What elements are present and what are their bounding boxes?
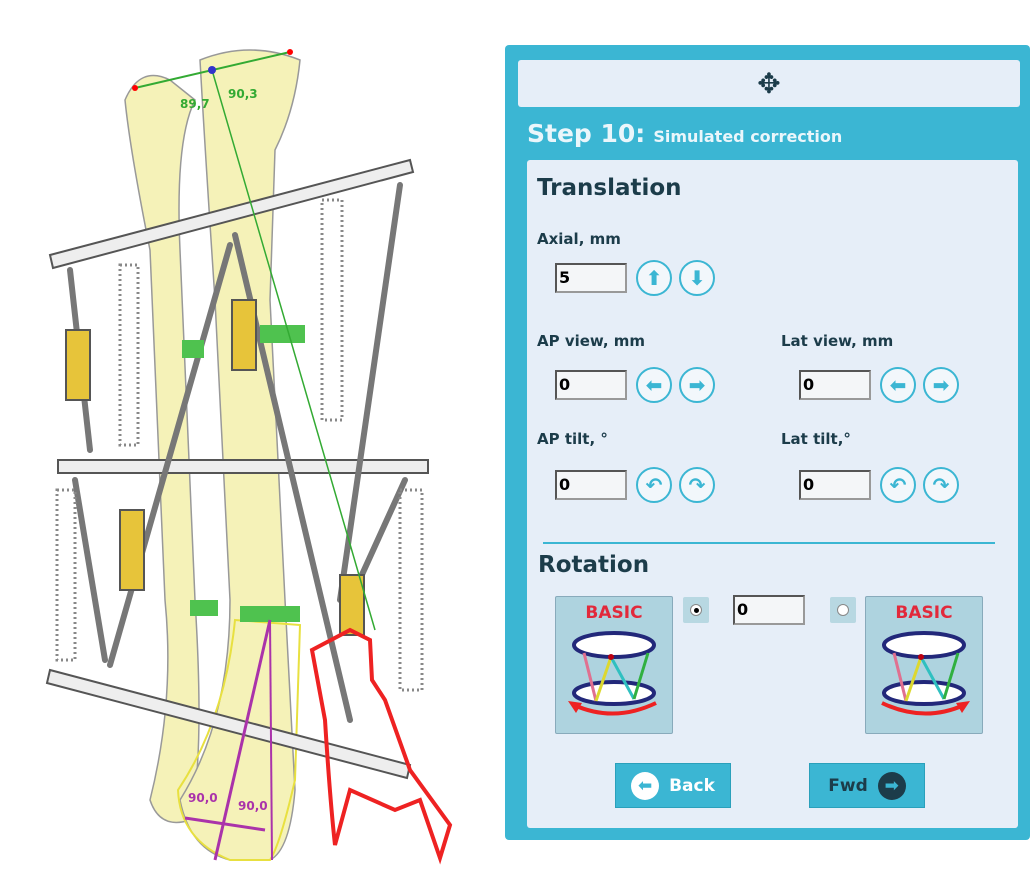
ring-bottom — [45, 668, 412, 780]
basic-label: BASIC — [895, 603, 953, 623]
rotate-cw-icon: ↷ — [932, 473, 950, 497]
lat-view-right-button[interactable]: ➡ — [923, 367, 959, 403]
axis-lines — [132, 49, 376, 861]
hexapod-ccw-icon — [568, 631, 657, 716]
arrow-right-icon: ➡ — [932, 373, 950, 397]
step-number: Step 10: — [527, 119, 646, 148]
arrow-left-icon: ⬅ — [889, 373, 907, 397]
lat-tilt-cw-button[interactable]: ↷ — [923, 467, 959, 503]
rotate-ccw-icon: ↶ — [645, 473, 663, 497]
ap-tilt-ccw-button[interactable]: ↶ — [636, 467, 672, 503]
rotate-cw-icon: ↷ — [688, 473, 706, 497]
forward-button[interactable]: Fwd ➡ — [809, 763, 925, 808]
rotate-ccw-icon: ↶ — [889, 473, 907, 497]
arrow-right-circle-icon: ➡ — [877, 771, 906, 800]
angle-label-bottom-right: 90,0 — [238, 799, 268, 813]
springs — [55, 198, 424, 692]
step-header: Step 10: Simulated correction — [527, 119, 842, 148]
rotation-heading: Rotation — [538, 552, 650, 578]
rotate-cw-image-button[interactable]: BASIC — [865, 596, 983, 734]
green-bands — [182, 325, 305, 622]
axial-label: Axial, mm — [537, 230, 621, 248]
ap-tilt-cw-button[interactable]: ↷ — [679, 467, 715, 503]
lat-view-left-button[interactable]: ⬅ — [880, 367, 916, 403]
lat-tilt-label: Lat tilt,° — [781, 430, 851, 448]
arrow-down-icon: ⬇ — [688, 266, 706, 290]
angle-label-top-left: 89,7 — [180, 97, 210, 111]
basic-label: BASIC — [585, 603, 643, 623]
ring-top — [48, 158, 415, 270]
section-divider — [543, 542, 995, 544]
axial-up-button[interactable]: ⬆ — [636, 260, 672, 296]
ring-middle — [57, 459, 429, 474]
angle-label-bottom-left: 90,0 — [188, 791, 218, 805]
drag-handle[interactable]: ✥ — [518, 60, 1020, 107]
back-label: Back — [669, 775, 715, 796]
arrow-right-icon: ➡ — [688, 373, 706, 397]
foot-outline — [309, 627, 453, 865]
rotation-ccw-radio[interactable] — [683, 597, 709, 623]
step-title: Simulated correction — [653, 127, 843, 146]
rotation-input[interactable]: 0 — [733, 595, 805, 625]
arrow-left-circle-icon: ⬅ — [631, 771, 660, 800]
step-content: Translation Axial, mm 5 ⬆ ⬇ AP view, mm … — [527, 160, 1018, 828]
arrow-left-icon: ⬅ — [645, 373, 663, 397]
arrow-up-icon: ⬆ — [645, 266, 663, 290]
lat-view-input[interactable]: 0 — [799, 370, 871, 400]
rotate-ccw-image-button[interactable]: BASIC — [555, 596, 673, 734]
hexapod-cw-icon — [881, 631, 970, 716]
ap-view-label: AP view, mm — [537, 332, 645, 350]
translation-heading: Translation — [537, 175, 682, 201]
axial-input[interactable]: 5 — [555, 263, 627, 293]
axial-down-button[interactable]: ⬇ — [679, 260, 715, 296]
radio-selected-dot — [693, 607, 699, 613]
correction-panel: ✥ Step 10: Simulated correction Translati… — [505, 45, 1030, 840]
ap-view-right-button[interactable]: ➡ — [679, 367, 715, 403]
strut-clamps — [65, 299, 365, 636]
lat-view-label: Lat view, mm — [781, 332, 894, 350]
ap-tilt-label: AP tilt, ° — [537, 430, 608, 448]
lat-tilt-input[interactable]: 0 — [799, 470, 871, 500]
lat-tilt-ccw-button[interactable]: ↶ — [880, 467, 916, 503]
ap-view-left-button[interactable]: ⬅ — [636, 367, 672, 403]
ap-tilt-input[interactable]: 0 — [555, 470, 627, 500]
angle-label-top-right: 90,3 — [228, 87, 258, 101]
fixator-illustration: 89,7 90,3 90,0 90,0 — [45, 49, 453, 865]
move-arrows-icon: ✥ — [757, 67, 781, 100]
rotation-cw-radio[interactable] — [830, 597, 856, 623]
back-button[interactable]: ⬅ Back — [615, 763, 731, 808]
ap-view-input[interactable]: 0 — [555, 370, 627, 400]
fwd-label: Fwd — [828, 775, 868, 796]
